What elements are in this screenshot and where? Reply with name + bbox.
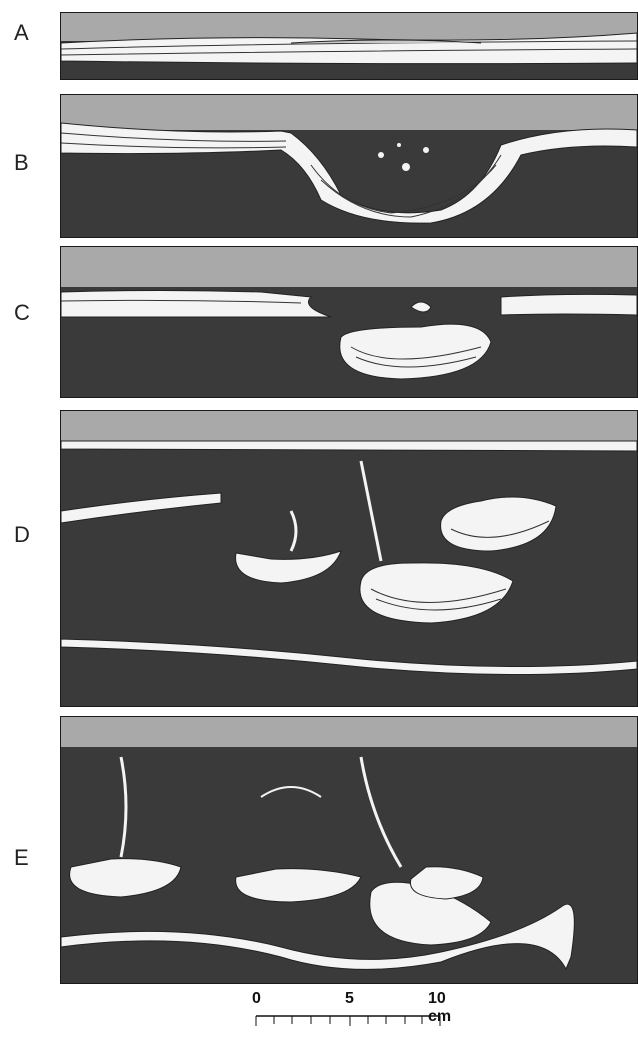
bottom-lamina xyxy=(61,639,637,675)
ball-small xyxy=(236,551,341,583)
vein xyxy=(361,757,401,867)
top-lamina xyxy=(61,441,637,451)
scale-label-0: 0 xyxy=(252,990,261,1008)
water-layer xyxy=(61,247,637,287)
vein xyxy=(361,461,381,561)
fragment xyxy=(423,147,429,153)
vein xyxy=(261,787,321,797)
ball-structure xyxy=(340,324,491,379)
ball-large xyxy=(360,563,513,623)
panel-b-drawing xyxy=(61,95,637,237)
panel-c xyxy=(60,246,638,398)
water-layer xyxy=(61,411,637,441)
panel-e xyxy=(60,716,638,984)
panel-label-b: B xyxy=(14,150,29,176)
scale-label-5: 5 xyxy=(345,990,354,1008)
fragment xyxy=(402,163,410,171)
fragment xyxy=(397,143,401,147)
panel-label-e: E xyxy=(14,845,29,871)
panel-label-d: D xyxy=(14,522,30,548)
ball-center-right xyxy=(410,867,483,899)
panel-d-drawing xyxy=(61,411,637,706)
fragment xyxy=(411,302,431,312)
scale-ticks xyxy=(240,1010,460,1040)
water-layer xyxy=(61,95,637,130)
ball-center-left xyxy=(236,869,361,902)
left-lamina xyxy=(61,291,331,318)
panel-e-drawing xyxy=(61,717,637,983)
water-layer xyxy=(61,717,637,747)
panel-label-a: A xyxy=(14,20,29,46)
panel-d xyxy=(60,410,638,707)
ball-left xyxy=(70,859,181,897)
bottom-lamina xyxy=(61,904,574,969)
panel-b xyxy=(60,94,638,238)
vein xyxy=(291,511,296,551)
right-lamina xyxy=(501,294,637,315)
panel-a-drawing xyxy=(61,13,637,79)
ball-right xyxy=(441,497,556,551)
fragment xyxy=(378,152,384,158)
panel-a xyxy=(60,12,638,80)
scale-bar: 0 5 10 cm xyxy=(240,990,460,1040)
vein xyxy=(121,757,126,857)
panel-label-c: C xyxy=(14,300,30,326)
dark-intrusion xyxy=(331,133,461,165)
water-layer xyxy=(61,13,637,41)
left-lamina xyxy=(61,493,221,523)
panel-c-drawing xyxy=(61,247,637,397)
